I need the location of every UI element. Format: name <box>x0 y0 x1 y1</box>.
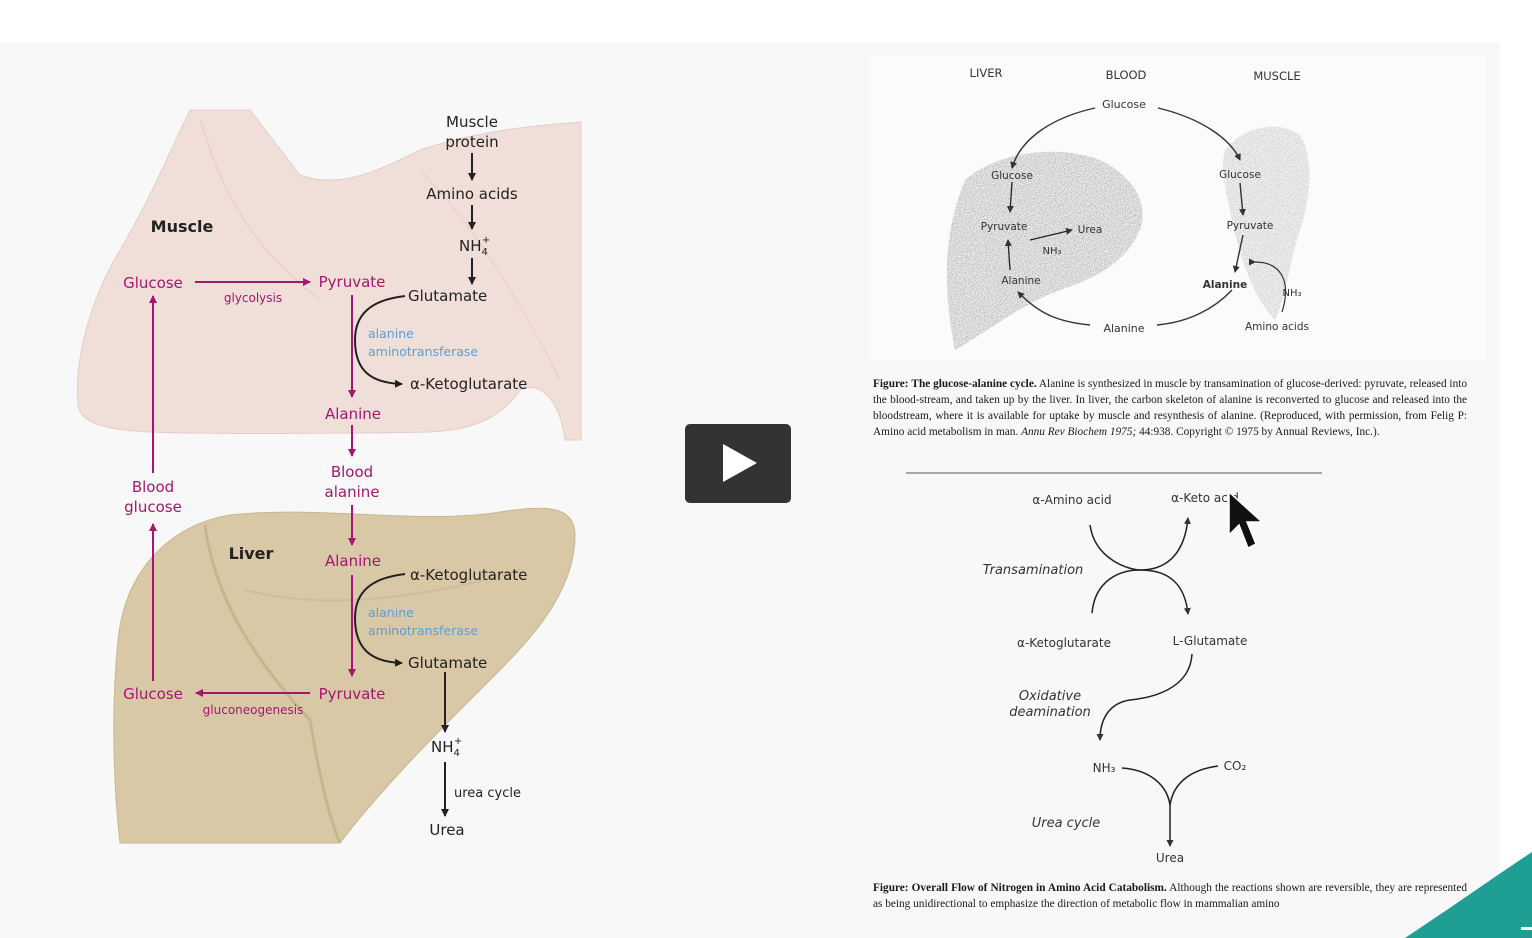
muscle-protein-label: Muscle <box>446 113 498 131</box>
play-icon <box>723 444 757 482</box>
oxidative-label: Oxidative <box>1019 689 1081 704</box>
pyruvate-liver-label: Pyruvate <box>319 685 386 703</box>
akg-muscle-label: α-Ketoglutarate <box>410 375 527 393</box>
pyruvate-muscle-label: Pyruvate <box>319 273 386 291</box>
caption-2-title: Overall Flow of Nitrogen in Amino Acid C… <box>911 882 1167 894</box>
muscle-heading: MUSCLE <box>1253 69 1300 83</box>
caption-1-journal: Annu Rev Biochem 1975; <box>1021 426 1137 438</box>
amino-acids-label: Amino acids <box>426 185 518 203</box>
alanine-blood-label: Alanine <box>1103 322 1144 335</box>
enzyme-liver-label: alanine <box>368 605 414 620</box>
pyruvate-liver-small: Pyruvate <box>981 221 1028 233</box>
keto-acid-label: α-Keto acid <box>1171 491 1239 505</box>
muscle-title: Muscle <box>151 217 214 236</box>
nh3-label: NH₃ <box>1093 761 1116 775</box>
figure-caption-1: Figure: The glucose-alanine cycle. Alani… <box>873 376 1467 440</box>
l-glutamate-label: L-Glutamate <box>1173 634 1248 648</box>
urea-liver-small: Urea <box>1078 224 1103 236</box>
blood-alanine-label-2: alanine <box>325 483 380 501</box>
teal-corner-mark <box>1521 927 1532 930</box>
stippled-liver-shape <box>946 151 1143 350</box>
glucose-muscle-small: Glucose <box>1219 169 1261 181</box>
caption-1-label: Figure: <box>873 378 909 390</box>
alanine-muscle-small: Alanine <box>1203 279 1247 291</box>
enzyme-muscle-label: alanine <box>368 326 414 341</box>
urea-small-label: Urea <box>1156 851 1184 865</box>
pyruvate-muscle-small: Pyruvate <box>1227 220 1274 232</box>
transamination-label: Transamination <box>983 563 1084 578</box>
glutamate-muscle-label: Glutamate <box>408 287 487 305</box>
glucose-blood-label: Glucose <box>1102 98 1146 111</box>
caption-1-tail: 44:938. Copyright © 1975 by Annual Revie… <box>1139 426 1380 438</box>
glucose-liver-label: Glucose <box>123 685 183 703</box>
akg-liver-label: α-Ketoglutarate <box>410 566 527 584</box>
glucose-alanine-figure: LIVER BLOOD MUSCLE Glucose Glucose Pyruv… <box>870 55 1485 360</box>
liver-shape <box>113 507 576 844</box>
liver-title: Liver <box>229 544 274 563</box>
glycolysis-label: glycolysis <box>224 291 282 305</box>
glutamate-liver-label: Glutamate <box>408 654 487 672</box>
akg-small-label: α-Ketoglutarate <box>1017 636 1111 650</box>
deamination-label: deamination <box>1009 705 1091 720</box>
urea-cycle-small-label: Urea cycle <box>1032 816 1101 831</box>
alanine-muscle-label: Alanine <box>325 405 381 423</box>
enzyme-liver-label-2: aminotransferase <box>368 623 478 638</box>
caption-1-title: The glucose-alanine cycle. <box>911 378 1037 390</box>
nh4-bottom-label: NH4+ <box>431 736 462 759</box>
gluconeogenesis-label: gluconeogenesis <box>203 703 304 717</box>
blood-alanine-label: Blood <box>331 463 373 481</box>
left-diagram: Muscle Liver Muscle protein Amino acids … <box>76 109 582 844</box>
blood-glucose-label-2: glucose <box>124 498 182 516</box>
blood-glucose-label: Blood <box>132 478 174 496</box>
enzyme-muscle-label-2: aminotransferase <box>368 344 478 359</box>
alanine-liver-small: Alanine <box>1001 275 1040 287</box>
co2-label: CO₂ <box>1224 759 1247 773</box>
urea-label: Urea <box>429 821 464 839</box>
glucose-muscle-label: Glucose <box>123 274 183 292</box>
caption-2-text: Although the reactions shown are reversi… <box>873 882 1467 910</box>
liver-heading: LIVER <box>970 66 1003 80</box>
figure-caption-2: Figure: Overall Flow of Nitrogen in Amin… <box>873 880 1467 912</box>
blood-heading: BLOOD <box>1106 68 1147 82</box>
amino-acids-small: Amino acids <box>1245 321 1309 333</box>
nh3-liver-small: NH₃ <box>1042 246 1061 257</box>
mouse-cursor-icon <box>1228 490 1264 550</box>
glucose-liver-small: Glucose <box>991 170 1033 182</box>
muscle-arm-shape <box>76 109 582 441</box>
teal-corner-accent <box>1405 852 1532 938</box>
nitrogen-flow-figure: α-Amino acid α-Keto acid Transamination … <box>983 491 1248 865</box>
amino-acid-label: α-Amino acid <box>1032 493 1111 507</box>
caption-1-text: Alanine is synthesized in muscle by tran… <box>873 378 1468 438</box>
video-play-button[interactable] <box>685 424 791 503</box>
muscle-protein-label-2: protein <box>445 133 498 151</box>
urea-cycle-label: urea cycle <box>454 786 521 801</box>
stippled-muscle-shape <box>1223 126 1310 320</box>
caption-2-label: Figure: <box>873 882 909 894</box>
alanine-liver-label: Alanine <box>325 552 381 570</box>
nh3-muscle-small: NH₃ <box>1282 288 1301 299</box>
nh4-top-label: NH4+ <box>459 235 490 258</box>
